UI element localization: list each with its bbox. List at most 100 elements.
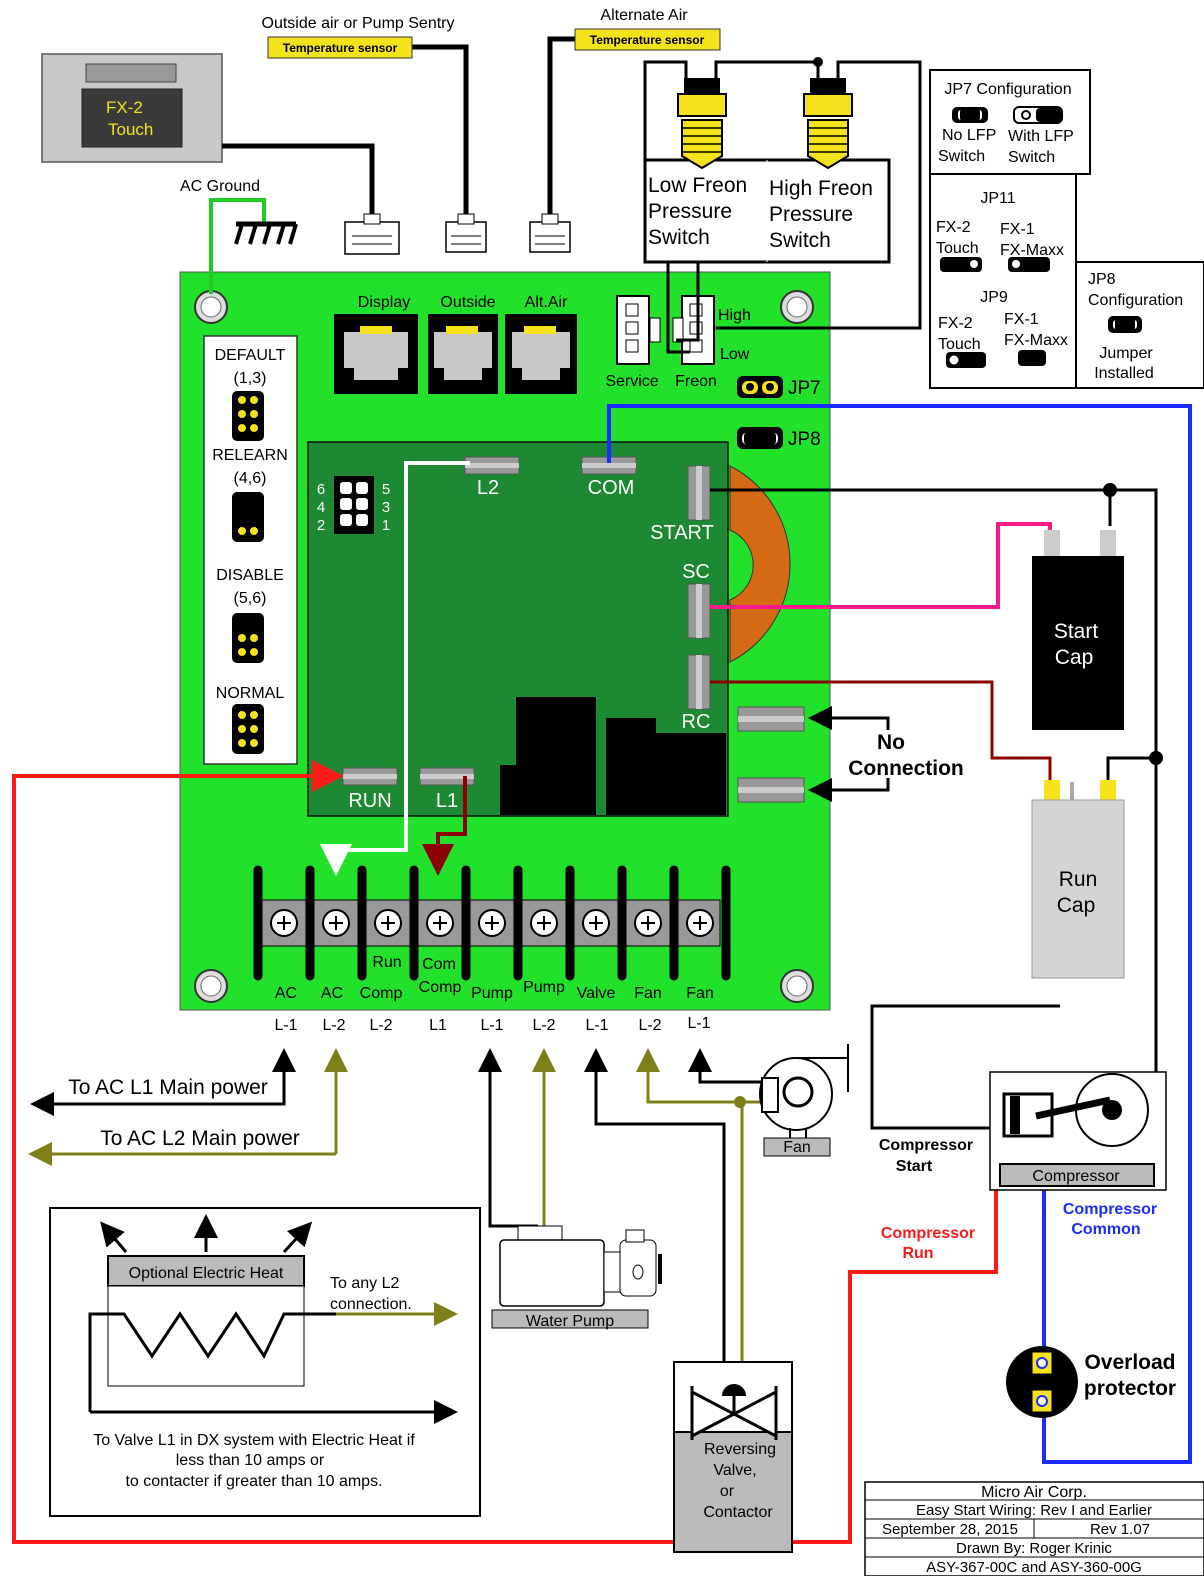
jp8-config-caption: Installed (1094, 365, 1154, 382)
compressor-run-wire (12, 774, 998, 1544)
valve-label: Valve, (713, 1462, 756, 1479)
part-numbers: ASY-367-00C and ASY-360-00G (926, 1559, 1142, 1576)
valve-l2-wire (636, 1048, 744, 1366)
start-cap-label: Cap (1055, 646, 1094, 669)
jp7-config-title: JP7 Configuration (944, 81, 1071, 98)
terminal-screw (530, 909, 558, 937)
heater-to-l2-label: To any L2 (330, 1275, 399, 1292)
ground-wire (209, 198, 266, 294)
l1-power-label: To AC L1 Main power (68, 1076, 268, 1099)
pin-number: 1 (382, 517, 390, 534)
spade-l2 (464, 456, 520, 475)
mode-default-pins: (1,3) (234, 370, 267, 387)
low-switch-label: Switch (648, 226, 710, 249)
no-connection-label: No (877, 731, 905, 754)
reversing-valve (673, 1361, 793, 1553)
relay-block (606, 718, 656, 815)
display-title: FX-2 (106, 98, 143, 117)
terminal-screw (322, 909, 350, 937)
ground-symbol (234, 221, 298, 245)
run-capacitor (1031, 780, 1125, 979)
jp7-no-lfp-label: Switch (938, 148, 985, 165)
no-connection-arrow (808, 778, 890, 802)
terminal-name: Pump (471, 985, 513, 1002)
jp11-left-label: FX-2 (936, 219, 971, 236)
terminal-line: L-2 (369, 1017, 392, 1034)
title-block (864, 1481, 1204, 1576)
terminal-screw (374, 909, 402, 937)
valve-label: or (720, 1483, 735, 1500)
compressor-start-label: Start (896, 1158, 933, 1175)
rj-plug-alt (529, 213, 571, 253)
freon-label: Freon (675, 373, 717, 390)
terminal-line: L-2 (532, 1017, 555, 1034)
l2-jumper-wire (320, 461, 470, 876)
mode-relearn-pins: (4,6) (234, 470, 267, 487)
run-cap-label: Run (1059, 868, 1098, 891)
mounting-hole (194, 969, 228, 1003)
jp9-title: JP9 (980, 289, 1008, 306)
mode-relearn-jumper (232, 492, 264, 542)
port-label-outside: Outside (440, 294, 495, 311)
terminal-name: Valve (577, 985, 616, 1002)
valve-label: Contactor (703, 1504, 773, 1521)
terminal-name: Comp (360, 985, 403, 1002)
heater-title-box (107, 1255, 305, 1287)
high-pressure-switch (803, 78, 853, 170)
switch-wire (716, 60, 922, 330)
fan-l1-wire (688, 1048, 770, 1084)
relay-sc-label: SC (682, 561, 710, 583)
compressor-common-label: Compressor (1063, 1201, 1157, 1218)
low-switch-label: Pressure (648, 200, 732, 223)
spade-rc (687, 654, 711, 710)
terminal-top-label: Com (422, 956, 456, 973)
rj-plug-outside (445, 213, 487, 253)
alt-sensor-label: Alternate Air (600, 7, 688, 24)
run-cap-label: Cap (1057, 894, 1096, 917)
outside-sensor-label: Outside air or Pump Sentry (262, 15, 455, 32)
relay-block (500, 765, 550, 815)
valve-l1-wire (584, 1048, 726, 1366)
no-connection-arrow (808, 706, 890, 730)
toroid-coil (729, 465, 791, 663)
heater-to-l2-label: connection. (330, 1296, 412, 1313)
terminal-line: L-1 (687, 1015, 710, 1032)
pin-number: 4 (317, 499, 325, 516)
port-label-altair: Alt.Air (525, 294, 568, 311)
heater-body (107, 1285, 305, 1387)
low-pressure-switch (677, 78, 727, 170)
compressor-label: Compressor (1032, 1168, 1120, 1185)
terminal-screw (686, 909, 714, 937)
rj-port-display (334, 314, 418, 394)
terminal-name: AC (321, 985, 343, 1002)
jp7-no-lfp-label: No LFP (942, 127, 996, 144)
rc-wire (710, 680, 1052, 782)
alt-sensor-tag-text: Temperature sensor (590, 33, 705, 47)
mode-normal-jumper (232, 704, 264, 754)
outside-sensor-tag (267, 36, 413, 59)
jp8-jumper (737, 427, 783, 449)
spade-nc-2 (737, 777, 805, 803)
jp8-config-jumper (1108, 316, 1142, 333)
overload-label: Overload (1084, 1351, 1175, 1374)
terminal-screw (634, 909, 662, 937)
pin-number: 5 (382, 481, 390, 498)
l1-jumper-wire (422, 776, 467, 876)
pin-number: 6 (317, 481, 325, 498)
jp7-jumper (737, 376, 783, 398)
spade-nc-1 (737, 706, 805, 732)
relay-l1-label: L1 (436, 790, 458, 812)
mode-default-label: DEFAULT (215, 347, 286, 364)
high-switch-label: Switch (769, 229, 831, 252)
service-label: Service (605, 373, 658, 390)
company-name: Micro Air Corp. (981, 1484, 1087, 1501)
jp8-config-title: JP8 (1088, 271, 1116, 288)
drawing-date: September 28, 2015 (882, 1521, 1018, 1538)
relay-start-label: START (650, 522, 714, 544)
fan-motor (759, 1044, 849, 1157)
mounting-hole (194, 290, 228, 324)
l2-power-label: To AC L2 Main power (100, 1127, 300, 1150)
terminal-screw (582, 909, 610, 937)
relay-block (650, 733, 726, 815)
